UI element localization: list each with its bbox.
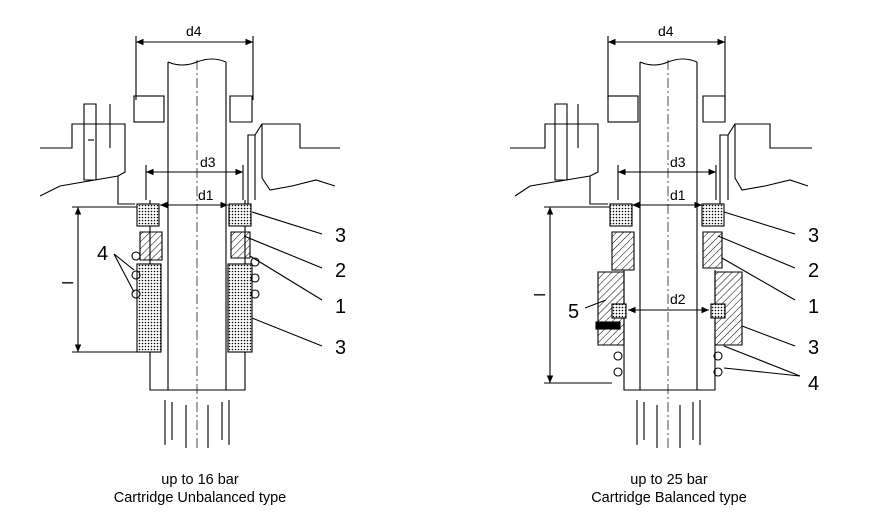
- right-dim-d3: d3: [670, 154, 686, 170]
- right-dim-d2: d2: [670, 291, 686, 307]
- right-dimension-lines: [544, 36, 726, 384]
- left-seal-drawing: [39, 36, 340, 448]
- left-callout-d: 3: [335, 337, 346, 359]
- right-oring-right: [710, 303, 726, 319]
- right-sleeve: [623, 270, 716, 391]
- left-caption: up to 16 bar Cartridge Unbalanced type: [50, 471, 350, 507]
- right-spring: [613, 351, 623, 361]
- right-dim-d1: d1: [670, 187, 686, 203]
- left-bolt-left: [133, 95, 165, 123]
- right-seal-drawing: [510, 36, 812, 448]
- right-rotating-face-left: [611, 231, 635, 271]
- left-spring: [131, 251, 141, 261]
- left-rotating-face-right: [230, 231, 251, 259]
- right-callout-a: 3: [808, 225, 819, 247]
- left-dim-d3: d3: [200, 154, 216, 170]
- left-rotating-face-left: [139, 231, 163, 261]
- left-dim-d4: d4: [186, 23, 202, 39]
- left-spring: [131, 289, 141, 299]
- right-seal-ring-upper-left: [609, 203, 633, 227]
- right-pin: [595, 321, 621, 330]
- left-callout-a: 3: [335, 225, 346, 247]
- left-seal-ring-upper-left: [136, 203, 160, 227]
- left-callouts: 3 2 1 3 4: [97, 225, 346, 359]
- left-seal-ring-upper-right: [228, 203, 252, 227]
- right-callout-c: 1: [808, 296, 819, 318]
- right-caption: up to 25 bar Cartridge Balanced type: [519, 471, 819, 507]
- left-length-mark: –: [62, 271, 74, 293]
- left-spring: [131, 270, 141, 280]
- left-caption-line2: Cartridge Unbalanced type: [113, 490, 287, 506]
- left-callout-e: 4: [97, 243, 108, 265]
- left-spring: [250, 289, 260, 299]
- right-rotating-face-right: [702, 231, 723, 269]
- left-bellows-left: [136, 263, 162, 353]
- left-bellows-right: [227, 263, 253, 353]
- right-length-mark: –: [534, 283, 546, 305]
- right-spring: [713, 367, 723, 377]
- right-spring: [613, 367, 623, 377]
- right-callout-e: 4: [808, 373, 819, 395]
- right-dimension-labels: d4 d3 d1 d2 –: [534, 23, 686, 307]
- left-dimension-labels: d4 d3 d1 –: [62, 23, 216, 293]
- right-shaft: [636, 58, 701, 448]
- left-shaft: [164, 58, 230, 448]
- right-callout-d: 3: [808, 337, 819, 359]
- right-oring-left: [611, 303, 627, 319]
- right-caption-line1: up to 25 bar: [630, 472, 708, 488]
- right-callout-f: 5: [568, 301, 579, 323]
- right-callouts: 3 2 1 3 4 5: [568, 225, 819, 395]
- right-leaders: [584, 211, 801, 377]
- right-balance-sleeve-right: [714, 271, 743, 346]
- right-seal-ring-upper-right: [701, 203, 725, 227]
- left-caption-line1: up to 16 bar: [161, 472, 239, 488]
- left-callout-b: 2: [335, 260, 346, 282]
- right-bolt-left: [607, 95, 639, 123]
- left-callout-c: 1: [335, 296, 346, 318]
- right-callout-b: 2: [808, 260, 819, 282]
- left-dim-d1: d1: [198, 187, 214, 203]
- left-leaders: [113, 211, 323, 347]
- right-housing: [510, 95, 812, 205]
- right-caption-line2: Cartridge Balanced type: [591, 490, 747, 506]
- left-housing: [39, 95, 340, 205]
- right-dim-d4: d4: [658, 23, 674, 39]
- left-dimension-lines: [72, 36, 254, 353]
- left-spring: [250, 273, 260, 283]
- right-spring: [713, 351, 723, 361]
